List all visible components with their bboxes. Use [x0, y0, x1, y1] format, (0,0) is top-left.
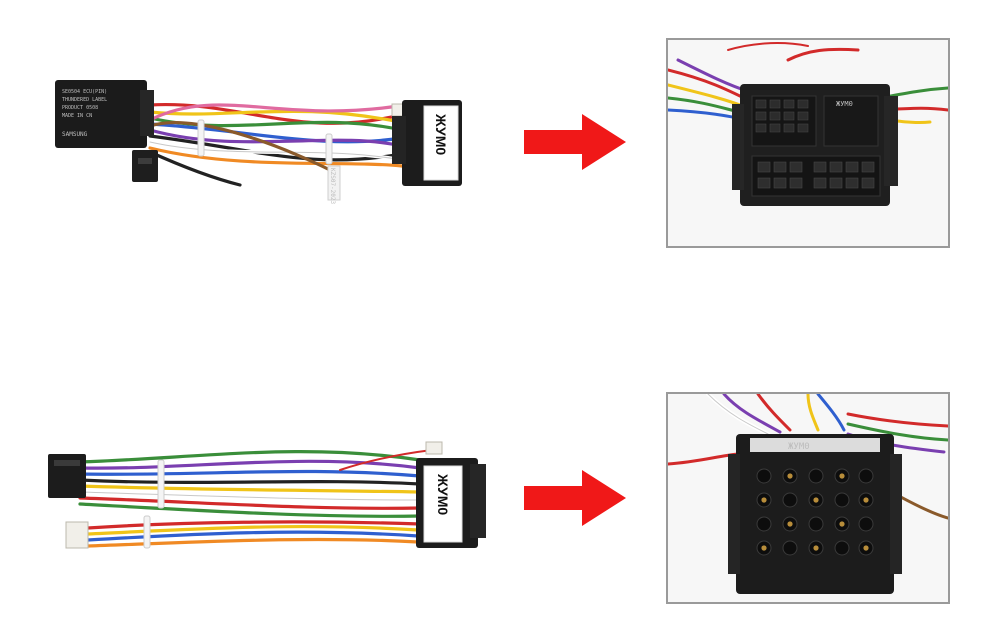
top-wiring-harness: KZS07-2023 SE0504 ECU(PIN) THUNDERED LAB…: [40, 60, 500, 210]
svg-text:THUNDERED LABEL: THUNDERED LABEL: [62, 97, 107, 103]
bottom-connector-closeup: ЖУМ0: [666, 392, 950, 604]
bottom-closeup-mark: ЖУМ0: [788, 442, 810, 452]
bottom-closeup-connector-body: ЖУМ0: [728, 434, 902, 594]
top-connector-closeup: ЖУМ0: [666, 38, 950, 248]
top-closeup-mark: ЖУМ0: [836, 100, 853, 108]
top-harness-tag-label: KZS07-2023: [329, 168, 336, 205]
bottom-right-arrow-icon: [524, 470, 628, 526]
svg-text:MADE IN CN: MADE IN CN: [62, 113, 92, 119]
top-harness-main-connector: ЖУМ0: [392, 100, 462, 186]
top-connector-label: ЖУМ0: [433, 113, 449, 155]
svg-text:SE0504 ECU(PIN): SE0504 ECU(PIN): [62, 89, 107, 95]
bottom-wiring-harness: ЖУМ0: [40, 430, 500, 580]
top-right-arrow-icon: [524, 114, 628, 170]
top-closeup-connector-body: ЖУМ0: [732, 84, 898, 206]
module-brand-mark: SAMSUNG: [62, 131, 88, 138]
bottom-harness-main-connector: ЖУМ0: [416, 458, 486, 548]
top-harness-wires: [148, 102, 407, 187]
harness-control-module: SE0504 ECU(PIN) THUNDERED LABEL PRODUCT …: [55, 80, 154, 148]
bottom-connector-label: ЖУМ0: [435, 473, 451, 515]
svg-text:PRODUCT 0508: PRODUCT 0508: [62, 105, 98, 111]
